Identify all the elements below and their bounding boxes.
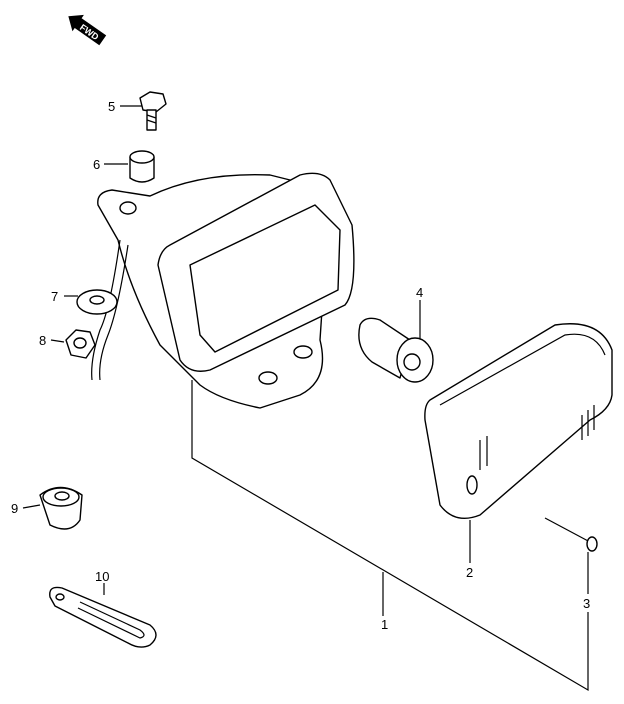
- leader-lines: [22, 105, 589, 692]
- callout-4: 4: [416, 285, 424, 300]
- bolt-part: [139, 91, 167, 131]
- callout-8: 8: [39, 333, 47, 348]
- callout-3: 3: [583, 596, 591, 611]
- washer-part: [76, 289, 118, 315]
- clamp-part: [49, 586, 157, 648]
- callout-9: 9: [11, 501, 19, 516]
- callout-2: 2: [466, 565, 474, 580]
- callout-6: 6: [93, 157, 101, 172]
- callout-5: 5: [108, 99, 116, 114]
- spacer-part: [129, 150, 155, 183]
- fwd-arrow-icon: FWD: [68, 14, 107, 46]
- callout-7: 7: [51, 289, 59, 304]
- lens-part: [424, 323, 613, 519]
- screw-part: [544, 517, 598, 552]
- bulb-part: [358, 317, 434, 383]
- nut-part: [65, 329, 96, 359]
- callout-1: 1: [381, 617, 389, 632]
- grommet-part: [39, 486, 83, 530]
- lamp-housing-part: [91, 172, 355, 409]
- callout-10: 10: [95, 569, 110, 584]
